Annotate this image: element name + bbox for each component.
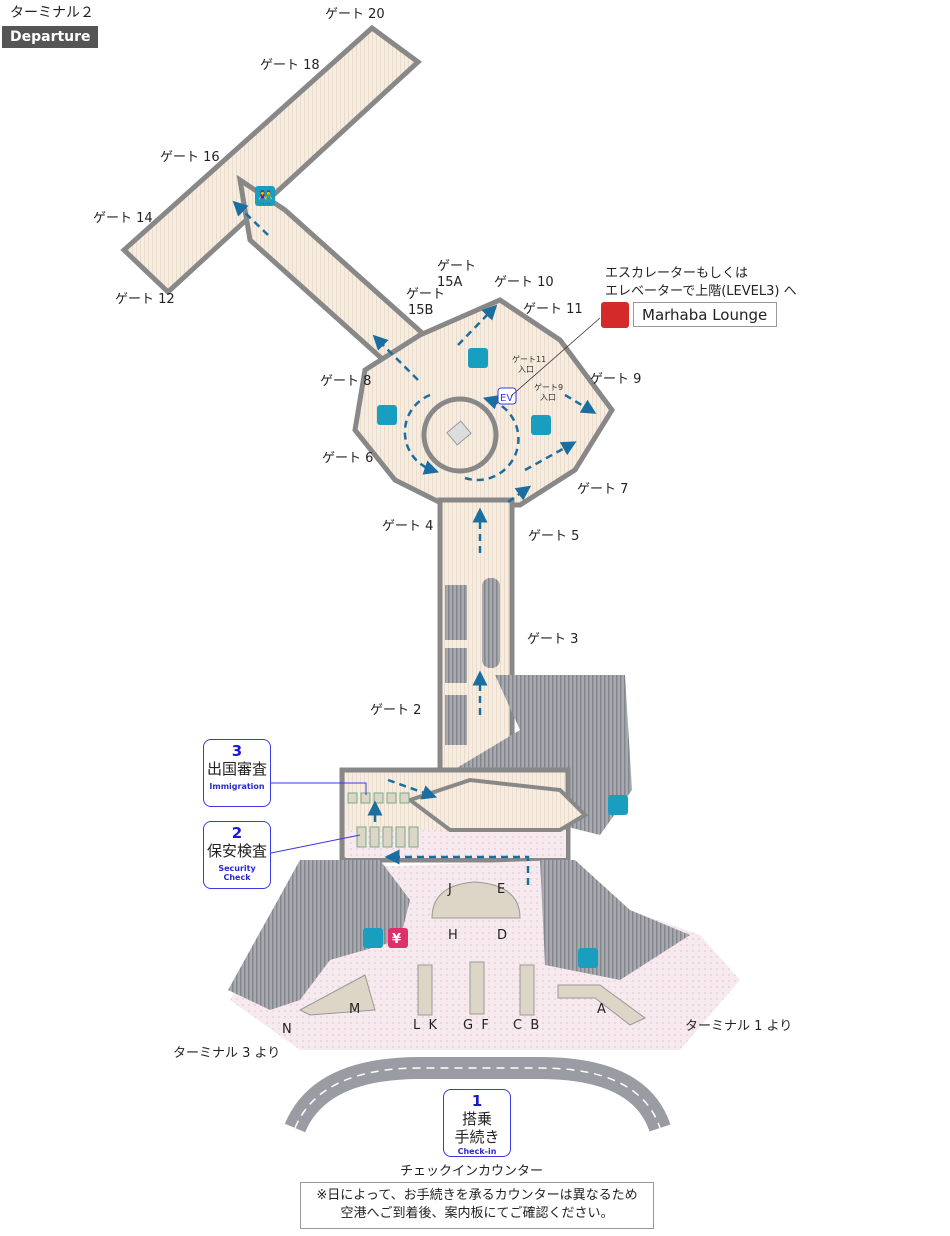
gate-5-label: ゲート 5 [528, 529, 579, 544]
gate11-entrance-label: ゲート11 [512, 354, 546, 364]
gate11-entrance-label2: 入口 [518, 365, 534, 374]
step-checkin: 1 搭乗 手続き Check-in [443, 1089, 511, 1157]
elevator-label: EV [500, 393, 513, 404]
shop-block [482, 578, 500, 668]
terminal-title: ターミナル２ [10, 5, 94, 21]
counter-a [557, 984, 646, 1026]
gate-3-label: ゲート 3 [527, 632, 578, 647]
counter-lk [417, 964, 433, 1016]
svg-text:👫: 👫 [258, 190, 273, 204]
north-pier [120, 24, 422, 296]
elevator-icon [497, 387, 517, 405]
shop-block [445, 648, 467, 683]
from-terminal-1-label: ターミナル 1 より [685, 1019, 792, 1034]
gate-11-label: ゲート 11 [523, 302, 583, 317]
airside-lounge [405, 777, 589, 832]
svg-text:¥: ¥ [392, 932, 401, 947]
step-title: 保安検査 [206, 842, 267, 860]
counter-label: H [448, 928, 458, 943]
step-subtitle: Check-in [457, 1147, 497, 1156]
gate9-entrance-label2: 入口 [540, 393, 556, 402]
step-number: 2 [231, 824, 243, 842]
checkin-counter-caption: チェックインカウンター [400, 1164, 544, 1179]
gate9-entrance-label: ゲート9 [534, 382, 563, 392]
counter-gf [469, 961, 485, 1015]
gate-15b-label: ゲート [406, 287, 445, 302]
gate-8-label: ゲート 8 [320, 374, 371, 389]
notice-line2: 空港へご到着後、案内板にてご確認ください。 [340, 1206, 614, 1221]
toilet-icon [578, 948, 598, 968]
gate-7-label: ゲート 7 [577, 482, 628, 497]
lounge-directions: エスカレーターもしくは エレベーターで上階(LEVEL3) へ [605, 265, 797, 301]
gate-2-label: ゲート 2 [370, 703, 421, 718]
central-atrium [421, 396, 499, 474]
lounge-leader-line [510, 317, 601, 397]
departure-badge: Departure [2, 26, 98, 48]
step-number: 1 [471, 1092, 483, 1110]
counter-label: N [282, 1022, 292, 1037]
lounge-icon [601, 302, 629, 328]
counter-cb [519, 964, 535, 1016]
counter-label: A [597, 1002, 606, 1017]
central-escalator [446, 420, 472, 446]
gate-6-label: ゲート 6 [322, 451, 373, 466]
counter-label: E [497, 882, 505, 897]
step-subtitle: Security Check [218, 864, 256, 882]
notice-box: ※日によって、お手続きを承るカウンターは異なるため 空港へご到着後、案内板にてご… [300, 1182, 654, 1229]
gate-10-label: ゲート 10 [494, 275, 554, 290]
gate-16-label: ゲート 16 [160, 150, 220, 165]
counter-label: J [447, 882, 452, 897]
step-subtitle: Immigration [209, 782, 265, 791]
toilet-icon [363, 928, 383, 948]
gate-15b-number: 15B [408, 303, 433, 318]
gate-18-label: ゲート 18 [260, 58, 320, 73]
step-immigration: 3 出国審査 Immigration [203, 739, 271, 807]
gate-12-label: ゲート 12 [115, 292, 175, 307]
immigration-booths [347, 792, 410, 804]
counter-island-jehd [431, 881, 521, 919]
counter-label: M [349, 1002, 360, 1017]
step-title: 出国審査 [206, 760, 267, 778]
gate-15a-number: 15A [437, 275, 463, 290]
lounge-label: Marhaba Lounge [633, 302, 777, 327]
toilet-icon: 👫 [255, 186, 275, 206]
security-leader-line [270, 834, 361, 854]
shop-block [445, 695, 467, 745]
lounge-directions-line1: エスカレーターもしくは [605, 266, 749, 281]
toilet-icon [468, 348, 488, 368]
gate-20-label: ゲート 20 [325, 7, 385, 22]
immigration-leader-line [271, 782, 367, 795]
counter-label: G F [463, 1018, 489, 1033]
counter-label: D [497, 928, 507, 943]
gate-15a-label: ゲート [437, 259, 476, 274]
gate-4-label: ゲート 4 [382, 519, 433, 534]
currency-exchange-icon: ¥ [388, 928, 408, 948]
route-arrows [232, 200, 597, 885]
counter-m-n [298, 974, 376, 1016]
step-number: 3 [231, 742, 243, 760]
access-road [284, 1057, 671, 1133]
from-terminal-3-label: ターミナル 3 より [173, 1046, 280, 1061]
shop-block [445, 585, 467, 640]
toilet-icon [377, 405, 397, 425]
toilet-icon [608, 795, 628, 815]
security-lanes [356, 826, 419, 848]
counter-label: C B [513, 1018, 539, 1033]
step-title-line1: 搭乗 [461, 1110, 492, 1128]
step-security: 2 保安検査 Security Check [203, 821, 271, 889]
gate-14-label: ゲート 14 [93, 211, 153, 226]
gate-9-label: ゲート 9 [590, 372, 641, 387]
notice-line1: ※日によって、お手続きを承るカウンターは異なるため [316, 1188, 638, 1203]
east-wall-block [540, 860, 690, 980]
counter-label: L K [413, 1018, 438, 1033]
west-wall-block [228, 860, 410, 1010]
lounge-directions-line2: エレベーターで上階(LEVEL3) へ [605, 284, 797, 299]
step-title-line2: 手続き [454, 1128, 500, 1146]
toilet-icon [531, 415, 551, 435]
